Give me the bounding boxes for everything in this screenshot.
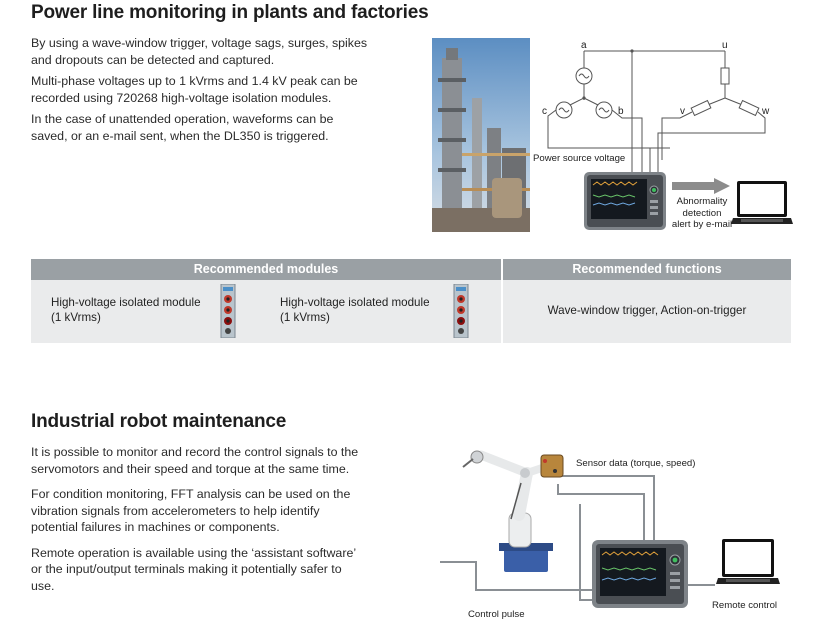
robot-paragraph-1: It is possible to monitor and record the… bbox=[31, 444, 411, 477]
functions-cell: Wave-window trigger, Action-on-trigger bbox=[503, 280, 791, 343]
robot-text-block: It is possible to monitor and record the… bbox=[31, 444, 411, 594]
power-text-block: By using a wave-window trigger, voltage … bbox=[31, 35, 411, 144]
text-line: recorded using 720268 high-voltage isola… bbox=[31, 90, 332, 105]
functions-label: Wave-window trigger, Action-on-trigger bbox=[547, 304, 747, 317]
text-line: It is possible to monitor and record the… bbox=[31, 445, 359, 459]
text-line: Abnormality bbox=[676, 196, 728, 207]
text-line: Multi-phase voltages up to 1 kVrms and 1… bbox=[31, 74, 358, 88]
robot-paragraph-2: For condition monitoring, FFT analysis c… bbox=[31, 486, 411, 536]
power-source-label: Power source voltage bbox=[533, 153, 626, 164]
remote-control-label: Remote control bbox=[712, 600, 778, 611]
text-line: High-voltage isolated module bbox=[280, 296, 430, 309]
node-b-label: b bbox=[618, 106, 624, 117]
node-c-label: c bbox=[542, 106, 547, 117]
header-recommended-functions: Recommended functions bbox=[503, 259, 791, 280]
text-line: and dropouts can be detected and capture… bbox=[31, 52, 275, 67]
alert-label: Abnormality detection alert by e-mail bbox=[666, 196, 738, 231]
arrow-right-icon bbox=[672, 178, 730, 194]
power-circuit-diagram: a c b u v w bbox=[542, 40, 770, 172]
node-w-label: w bbox=[761, 106, 770, 117]
node-u-label: u bbox=[722, 40, 728, 51]
power-paragraph-1: By using a wave-window trigger, voltage … bbox=[31, 35, 411, 68]
text-line: detection bbox=[682, 207, 722, 219]
text-line: saved, or an e-mail sent, when the DL350… bbox=[31, 128, 329, 143]
section-title-robot: Industrial robot maintenance bbox=[31, 411, 287, 432]
hv-module-icon bbox=[453, 284, 469, 338]
power-paragraph-3: In the case of unattended operation, wav… bbox=[31, 111, 411, 144]
recorder-device-icon bbox=[592, 538, 688, 610]
sensor-data-label: Sensor data (torque, speed) bbox=[576, 458, 696, 469]
text-line: or the input/output terminals making it … bbox=[31, 562, 342, 576]
text-line: potential failures in machines or compon… bbox=[31, 520, 280, 534]
node-a-label: a bbox=[581, 40, 587, 51]
recorder-device-icon bbox=[584, 170, 666, 232]
text-line: (1 kVrms) bbox=[280, 310, 330, 324]
robot-paragraph-3: Remote operation is available using the … bbox=[31, 545, 411, 595]
laptop-icon bbox=[716, 539, 780, 584]
text-line: High-voltage isolated module bbox=[51, 296, 201, 309]
text-line: By using a wave-window trigger, voltage … bbox=[31, 36, 368, 50]
header-recommended-modules: Recommended modules bbox=[31, 259, 501, 280]
text-line: servomotors and their speed and torque a… bbox=[31, 461, 350, 476]
hv-module-icon bbox=[220, 284, 236, 338]
text-line: (1 kVrms) bbox=[51, 310, 101, 324]
recommended-table: Recommended modules Recommended function… bbox=[31, 259, 791, 343]
text-line: For condition monitoring, FFT analysis c… bbox=[31, 487, 351, 501]
text-line: Remote operation is available using the … bbox=[31, 545, 357, 560]
node-v-label: v bbox=[680, 106, 685, 117]
text-line: use. bbox=[31, 578, 55, 593]
modules-cell: High-voltage isolated module (1 kVrms) H… bbox=[31, 280, 501, 343]
text-line: vibration signals from accelerometers to… bbox=[31, 503, 320, 518]
power-paragraph-2: Multi-phase voltages up to 1 kVrms and 1… bbox=[31, 73, 411, 106]
text-line: alert by e-mail bbox=[671, 219, 733, 230]
text-line: In the case of unattended operation, wav… bbox=[31, 112, 334, 126]
control-pulse-label: Control pulse bbox=[468, 609, 525, 620]
laptop-icon bbox=[731, 181, 793, 224]
refinery-photo bbox=[432, 38, 530, 232]
industrial-robot-image bbox=[462, 450, 564, 572]
module-1-label: High-voltage isolated module (1 kVrms) bbox=[51, 296, 201, 325]
section-title-power: Power line monitoring in plants and fact… bbox=[31, 2, 429, 23]
module-2-label: High-voltage isolated module (1 kVrms) bbox=[280, 296, 430, 325]
